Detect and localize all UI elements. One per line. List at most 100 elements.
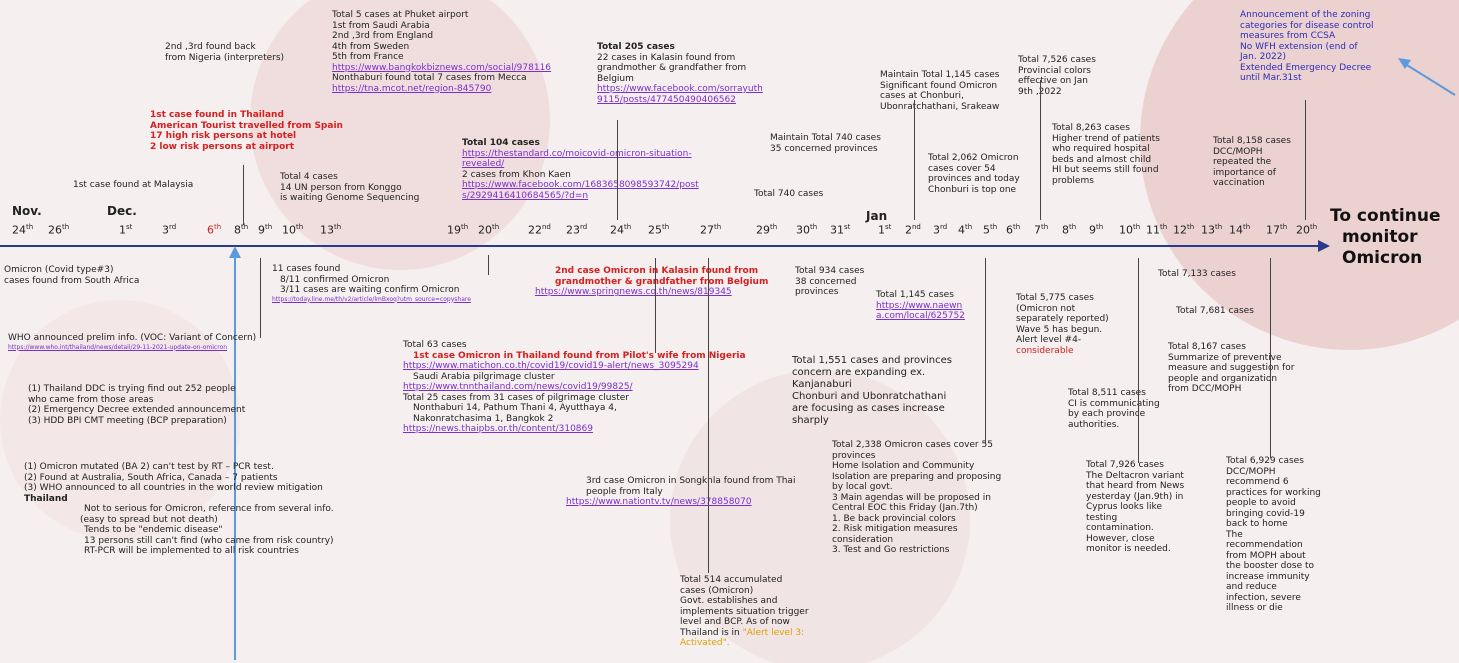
line: effective on Jan <box>1018 76 1088 86</box>
news-link[interactable]: s/2929416410684565/?d=n <box>462 190 589 201</box>
tick-label: 29th <box>756 223 778 237</box>
line: level and BCP. As of now <box>680 617 790 627</box>
news-link[interactable]: https://www.naewn <box>876 300 963 311</box>
line: practices for working <box>1226 487 1321 498</box>
news-link[interactable]: https://www.tnnthailand.com/news/covid19… <box>403 382 633 392</box>
line: The <box>1226 529 1243 540</box>
phuket-note: Total 5 cases at Phuket airport 1st from… <box>332 10 551 94</box>
line: American Tourist travelled from Spain <box>150 120 343 131</box>
line: 1st from Saudi Arabia <box>332 20 430 31</box>
connector-line <box>914 100 915 220</box>
line: implements situation trigger <box>680 606 809 617</box>
tick-label: 22nd <box>528 223 551 237</box>
tick-label: 9th <box>1089 223 1104 237</box>
line: Govt. establishes and <box>680 596 778 606</box>
line: Tends to be "endemic disease" <box>84 525 223 535</box>
line: Total 7,926 cases <box>1086 460 1164 470</box>
line: increase immunity <box>1226 571 1310 582</box>
line: 3rd case Omicron in Songkhla found from … <box>586 476 796 486</box>
connector-line <box>1138 258 1139 463</box>
line: measures from CCSA <box>1240 31 1336 41</box>
line: cases (Omicron) <box>680 585 754 596</box>
line: Jan. 2022) <box>1240 52 1287 62</box>
line: 3/11 cases are waiting confirm Omicron <box>280 285 460 295</box>
line: Maintain Total 1,145 cases <box>880 70 1000 80</box>
line: 2nd ,3rd from England <box>332 31 434 41</box>
tick-label: 23rd <box>566 223 588 237</box>
line: vaccination <box>1213 178 1265 188</box>
songkhla-note: 3rd case Omicron in Songkhla found from … <box>566 476 795 508</box>
line: Maintain Total 740 cases <box>770 133 881 143</box>
line: 3. Test and Go restrictions <box>832 545 950 555</box>
news-link[interactable]: https://tna.mcot.net/region-845790 <box>332 83 492 94</box>
line: Total 7,526 cases <box>1018 55 1096 65</box>
news-link[interactable]: https://www.facebook.com/sorrayuth <box>597 84 763 94</box>
line: 2 cases from Khon Kaen <box>462 169 571 180</box>
line: (Omicron not <box>1016 303 1076 314</box>
line: Nonthaburi 14, Pathum Thani 4, Ayutthaya… <box>413 403 617 413</box>
news-link[interactable]: https://www.facebook.com/168365809859374… <box>462 180 699 190</box>
tick-label: 17th <box>1266 223 1288 237</box>
line: DCC/MOPH <box>1226 466 1276 477</box>
total514-note: Total 514 accumulated cases (Omicron) Go… <box>680 575 809 649</box>
connector-line <box>488 255 489 275</box>
line: measure and suggestion for <box>1168 363 1295 373</box>
tick-label: 3rd <box>162 223 177 237</box>
news-link[interactable]: https://www.nationtv.tv/news/378858070 <box>566 497 752 507</box>
tick-label: 11th <box>1146 223 1168 237</box>
news-link[interactable]: https://www.bangkokbiznews.com/social/97… <box>332 62 552 73</box>
line: (1) Omicron mutated (BA 2) can't test by… <box>24 462 274 472</box>
line: Total 8,167 cases <box>1168 342 1246 352</box>
total7526-note: Total 7,526 cases Provincial colors effe… <box>1018 55 1096 97</box>
line: Home Isolation and Community <box>832 461 975 471</box>
south-africa-note: Omicron (Covid type#3) cases found from … <box>4 265 139 286</box>
line: until Mar.31st <box>1240 73 1302 83</box>
line: Total 5,775 cases <box>1016 293 1094 303</box>
line: Wave 5 has begun. <box>1016 324 1103 335</box>
news-link[interactable]: https://www.who.int/thailand/news/detail… <box>8 343 228 351</box>
line: grandmother & grandfather from <box>597 63 747 73</box>
connector-line <box>1040 80 1041 220</box>
nigeria-note: 2nd ,3rd found back from Nigeria (interp… <box>165 42 284 63</box>
ba2-note: (1) Omicron mutated (BA 2) can't test by… <box>24 462 334 557</box>
ccsa-announcement-note: Announcement of the zoning categories fo… <box>1240 10 1374 84</box>
line: Nonthaburi found total 7 cases from Mecc… <box>332 73 527 83</box>
line: cases at Chonburi, <box>880 91 964 101</box>
line: 3 Main agendas will be proposed in <box>832 492 991 503</box>
line: CI is communicating <box>1068 398 1160 409</box>
news-link[interactable]: a.com/local/625752 <box>876 311 965 321</box>
line: Total 8,263 cases <box>1052 123 1130 133</box>
tick-label: 10th <box>282 223 304 237</box>
line: (1) Thailand DDC is trying find out 252 … <box>28 384 236 394</box>
tick-label: 24th <box>610 223 632 237</box>
continue-monitor-label: To continue monitor Omicron <box>1330 206 1440 269</box>
line: 2nd ,3rd found back <box>165 42 256 52</box>
news-link[interactable]: revealed/ <box>462 159 505 169</box>
line: Total 8,511 cases <box>1068 388 1146 398</box>
line: provinces and today <box>928 174 1020 184</box>
line: Provincial colors <box>1018 65 1091 76</box>
continue-line-2: monitor <box>1342 227 1418 247</box>
line: from DCC/MOPH <box>1168 384 1242 394</box>
news-link[interactable]: https://thestandard.co/moicovid-omicron-… <box>462 148 692 159</box>
line: Total 25 cases from 31 cases of pilgrima… <box>403 392 629 403</box>
line: 22 cases in Kalasin found from <box>597 52 736 63</box>
line: Belgium <box>597 73 634 84</box>
line: considerable <box>1016 345 1074 356</box>
news-link[interactable]: https://news.thaipbs.or.th/content/31086… <box>403 424 593 434</box>
news-link[interactable]: https://today.line.me/th/v2/article/lmBx… <box>272 295 471 303</box>
alert-level: "Alert level 3: <box>742 627 805 638</box>
news-link[interactable]: https://www.springnews.co.th/news/819345 <box>535 287 732 297</box>
line: 11 cases found <box>272 264 341 274</box>
connector-line <box>1270 258 1271 458</box>
line: (2) Found at Australia, South Africa, Ca… <box>24 472 278 483</box>
line: Total 8,158 cases <box>1213 136 1291 146</box>
news-link[interactable]: 9115/posts/477450490406562 <box>597 94 736 105</box>
line: is waiting Genome Sequencing <box>280 193 420 203</box>
tick-label: 5th <box>983 223 998 237</box>
line: that heard from News <box>1086 481 1185 491</box>
news-link[interactable]: https://www.matichon.co.th/covid19/covid… <box>403 361 699 371</box>
line: Announcement of the zoning <box>1240 10 1371 20</box>
line: 2nd case Omicron in Kalasin found from <box>555 266 759 276</box>
